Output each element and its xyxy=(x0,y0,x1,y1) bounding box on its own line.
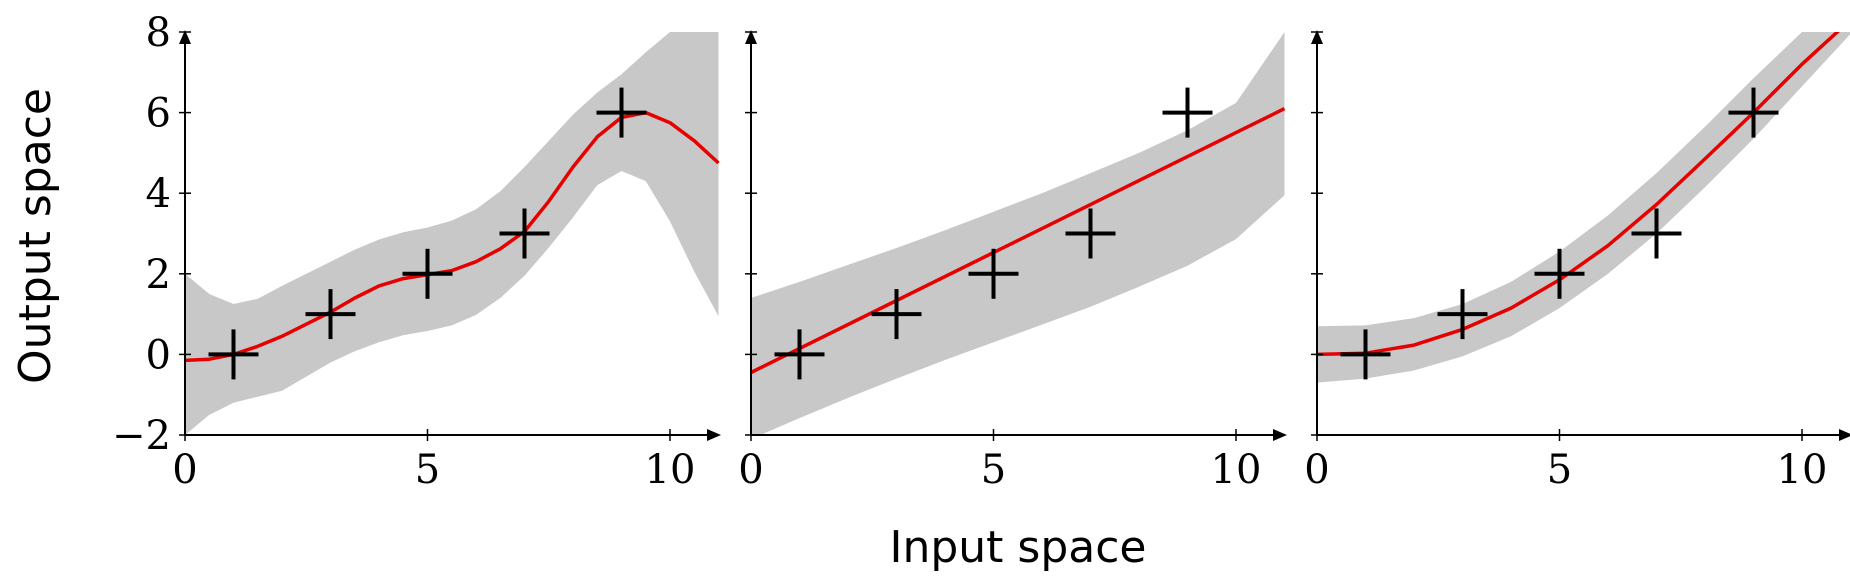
y-tick-label: −2 xyxy=(112,413,171,459)
x-axis-arrowhead xyxy=(707,429,721,441)
y-tick-label: 4 xyxy=(146,171,171,217)
observation-marker xyxy=(1437,289,1488,340)
observation-marker xyxy=(1631,208,1682,259)
observation-marker xyxy=(1340,329,1391,380)
observation-marker xyxy=(968,248,1019,299)
observation-marker xyxy=(305,289,356,340)
observation-marker xyxy=(402,248,453,299)
observation-marker xyxy=(1065,208,1116,259)
observation-marker xyxy=(1728,87,1779,138)
mean-line-2 xyxy=(751,107,1286,375)
shared-y-axis-label: Output space xyxy=(10,88,61,384)
observation-marker xyxy=(1162,87,1213,138)
x-tick-label: 5 xyxy=(1547,447,1572,493)
y-axis-arrowhead xyxy=(179,30,191,44)
y-axis-arrowhead xyxy=(745,30,757,44)
x-tick-label: 0 xyxy=(172,447,197,493)
y-tick-label: 8 xyxy=(146,10,171,56)
confidence-band-2 xyxy=(751,32,1285,435)
y-tick-label: 2 xyxy=(146,252,171,298)
x-tick-label: 0 xyxy=(1304,447,1329,493)
x-tick-label: 10 xyxy=(1777,447,1828,493)
x-tick-label: 10 xyxy=(1211,447,1262,493)
observation-marker xyxy=(499,208,550,259)
x-axis-arrowhead xyxy=(1273,429,1287,441)
y-tick-label: 0 xyxy=(146,332,171,378)
confidence-band-1 xyxy=(185,32,719,435)
y-tick-label: 6 xyxy=(146,91,171,137)
observation-marker xyxy=(596,87,647,138)
confidence-band-3 xyxy=(1317,32,1850,383)
observation-marker xyxy=(208,329,259,380)
x-tick-label: 10 xyxy=(645,447,696,493)
mean-line-3 xyxy=(1317,32,1840,357)
x-tick-label: 5 xyxy=(415,447,440,493)
panel-2: 0 5 10 xyxy=(738,30,1287,493)
mean-line-1 xyxy=(185,110,720,363)
panel-3: 0 5 10 xyxy=(1304,30,1850,493)
observation-marker xyxy=(774,329,825,380)
observation-marker xyxy=(871,289,922,340)
x-axis-arrowhead xyxy=(1839,429,1850,441)
y-axis-arrowhead xyxy=(1311,30,1323,44)
x-tick-label: 5 xyxy=(981,447,1006,493)
x-tick-label: 0 xyxy=(738,447,763,493)
observation-marker xyxy=(1534,248,1585,299)
shared-x-axis-label: Input space xyxy=(890,522,1147,573)
